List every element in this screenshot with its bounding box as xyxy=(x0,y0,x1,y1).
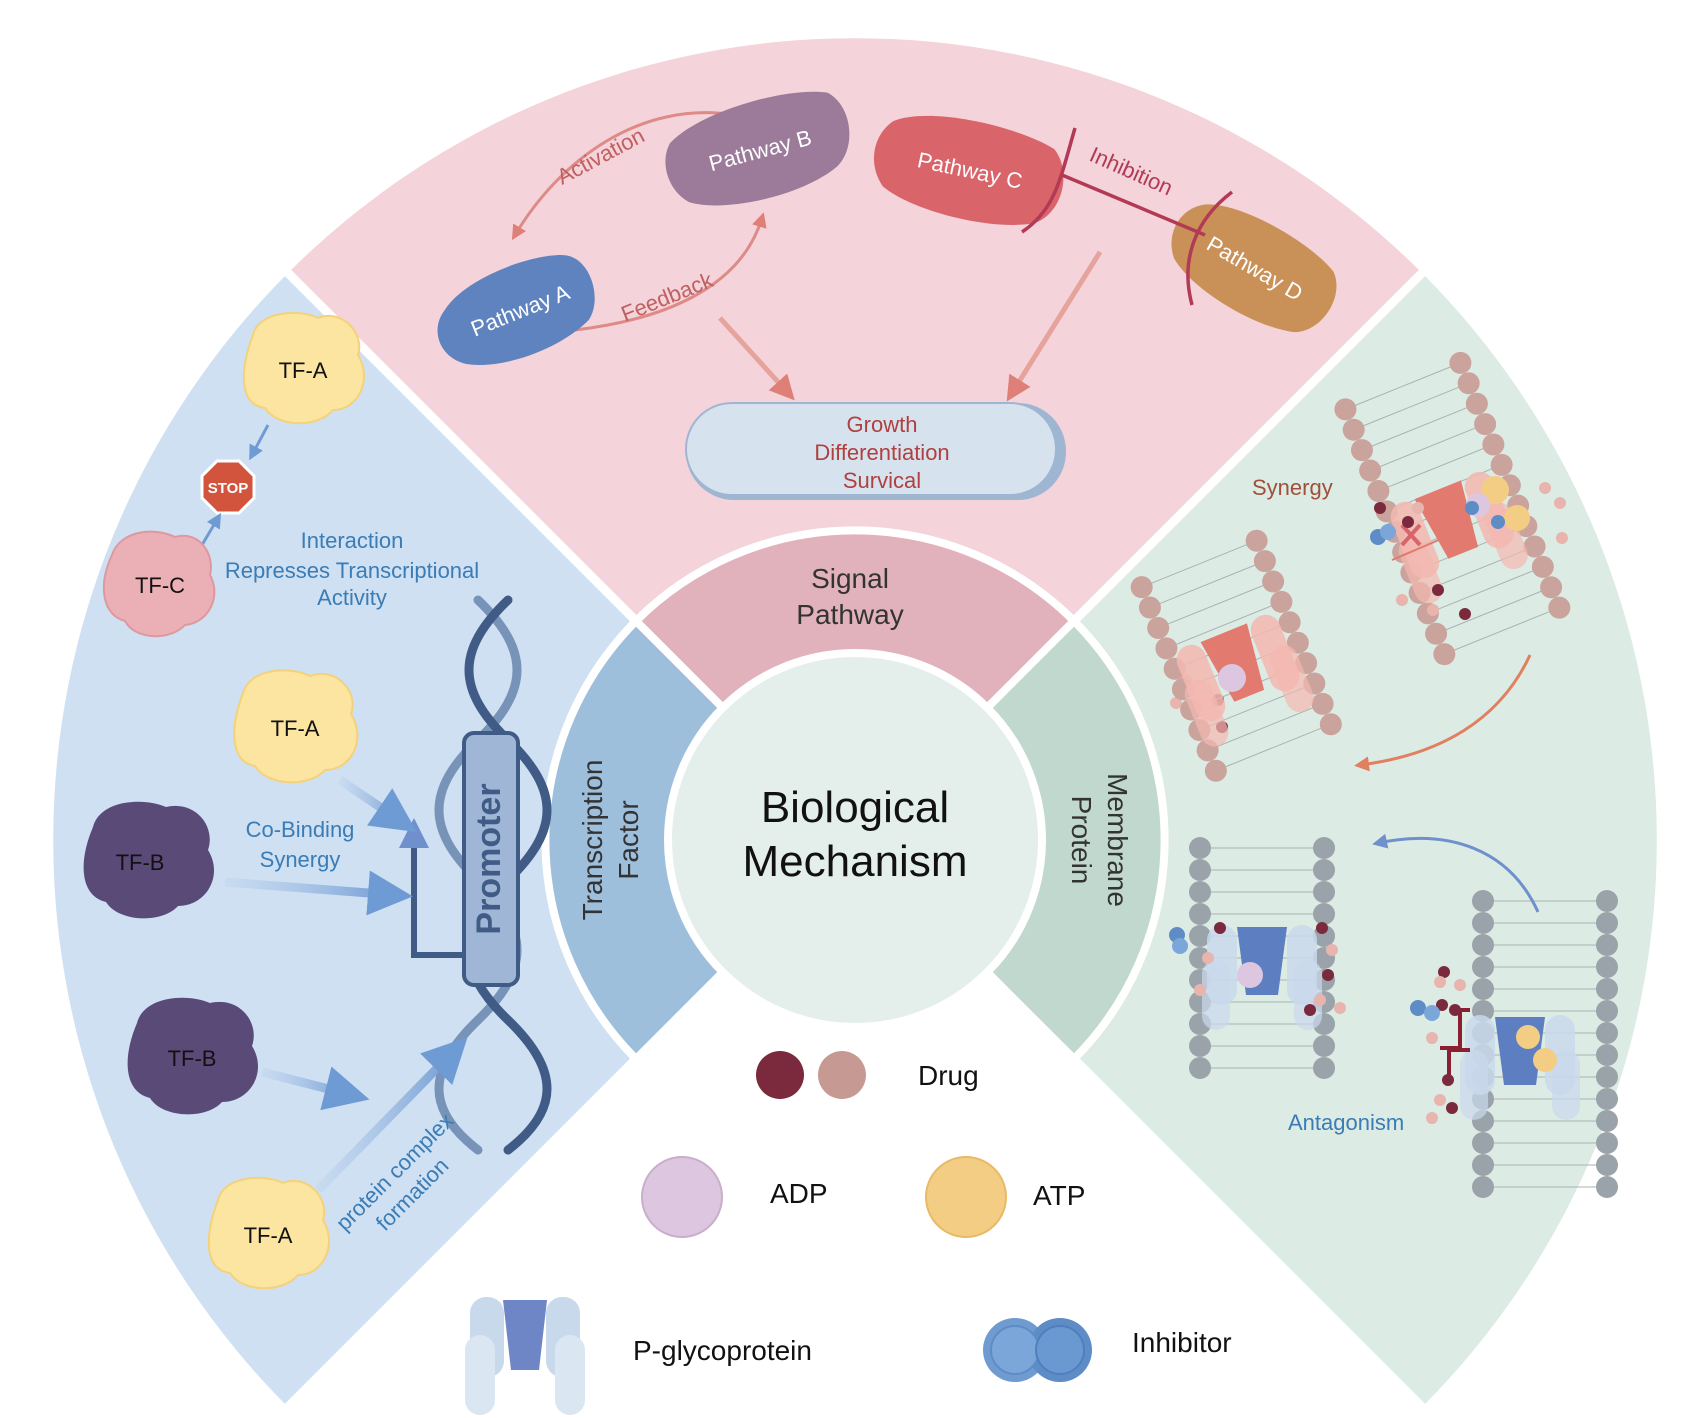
signal-band-label-line2: Pathway xyxy=(796,599,903,630)
atp-icon xyxy=(925,1156,1007,1238)
feedback-arrow xyxy=(574,212,767,332)
tf-a-top-label: TF-A xyxy=(279,358,328,383)
cycle-arrow-blue xyxy=(1372,833,1540,913)
transcription-factor-sector xyxy=(53,273,855,1407)
interaction-line3: Activity xyxy=(317,585,387,610)
drug-light-dot xyxy=(818,1051,866,1099)
legend-pgp-label: P-glycoprotein xyxy=(633,1335,812,1366)
legend-inhibitor-label: Inhibitor xyxy=(1132,1327,1232,1358)
tf-a-bottom-label: TF-A xyxy=(244,1223,293,1248)
p-glycoprotein-icon xyxy=(465,1297,585,1415)
pathway-b-blob: Pathway B xyxy=(665,91,850,206)
signal-band-label-line1: Signal xyxy=(811,563,889,594)
tf-b-upper-label: TF-B xyxy=(116,850,165,875)
stop-sign: STOP xyxy=(200,459,256,515)
membrane-protein-sector xyxy=(855,273,1657,1407)
arrow-to-outcome-left xyxy=(718,316,795,401)
arrow-tfa-to-promoter xyxy=(337,776,417,833)
transcription-band-label-line1: Transcription xyxy=(577,760,608,921)
interaction-line2: Represses Transcriptional xyxy=(225,558,479,583)
transcription-start-arrow xyxy=(399,818,464,958)
tf-b-upper: TF-B xyxy=(83,801,215,919)
outcome-survical: Survical xyxy=(843,468,921,493)
tf-a-top: TF-A xyxy=(242,311,365,425)
membrane-band-label-line2: Protein xyxy=(1066,796,1097,885)
interaction-line1: Interaction xyxy=(301,528,404,553)
outcome-capsule: Growth Differentiation Survical xyxy=(685,402,1066,500)
arrow-tfa-to-stop xyxy=(249,424,270,461)
arrow-to-outcome-right xyxy=(1006,250,1103,402)
outcome-growth: Growth xyxy=(847,412,918,437)
promoter-label: Promoter xyxy=(470,783,508,934)
tf-a-middle-label: TF-A xyxy=(271,716,320,741)
tf-c-label: TF-C xyxy=(135,573,185,598)
tf-a-middle: TF-A xyxy=(233,669,359,784)
cobinding-line2: Synergy xyxy=(260,847,341,872)
legend-adp-label: ADP xyxy=(770,1178,828,1209)
membrane-illustrations xyxy=(1130,351,1618,1198)
tf-b-lower-label: TF-B xyxy=(168,1046,217,1071)
cycle-arrow-orange xyxy=(1354,654,1532,772)
tf-c: TF-C xyxy=(102,530,216,638)
transcription-band-label-line2: Factor xyxy=(613,800,644,879)
outcome-differentiation: Differentiation xyxy=(814,440,949,465)
drug-dark-dot xyxy=(756,1051,804,1099)
center-title-line2: Mechanism xyxy=(743,837,968,886)
synergy-label: Synergy xyxy=(1252,475,1333,500)
inhibition-connector xyxy=(1021,127,1234,306)
pathway-c-blob: Pathway C xyxy=(873,115,1064,225)
legend-drug-label: Drug xyxy=(918,1060,979,1091)
arrow-tfb-to-promoter xyxy=(224,870,413,916)
pgp-antagonism-right xyxy=(1460,1015,1580,1120)
cobinding-line1: Co-Binding xyxy=(246,817,355,842)
pathway-a-blob: Pathway A xyxy=(437,255,595,365)
antagonism-label: Antagonism xyxy=(1288,1110,1404,1135)
center-circle xyxy=(664,649,1046,1031)
adp-icon xyxy=(641,1156,723,1238)
stop-label: STOP xyxy=(208,480,249,497)
center-title-line1: Biological xyxy=(761,783,949,832)
arrow-complex-formation xyxy=(314,1037,468,1194)
membrane-band-label-line1: Membrane xyxy=(1102,773,1133,907)
tf-b-lower: TF-B xyxy=(127,997,259,1115)
arrow-tfb-lower xyxy=(260,1066,370,1111)
pathway-d-blob: Pathway D xyxy=(1171,204,1337,333)
inhibitor-icon xyxy=(983,1318,1092,1382)
legend-atp-label: ATP xyxy=(1033,1180,1085,1211)
activation-arrow xyxy=(511,111,736,241)
pgp-synergy-bottom xyxy=(1176,614,1314,747)
promoter-box: Promoter xyxy=(462,731,520,987)
tf-a-bottom: TF-A xyxy=(207,1176,330,1290)
